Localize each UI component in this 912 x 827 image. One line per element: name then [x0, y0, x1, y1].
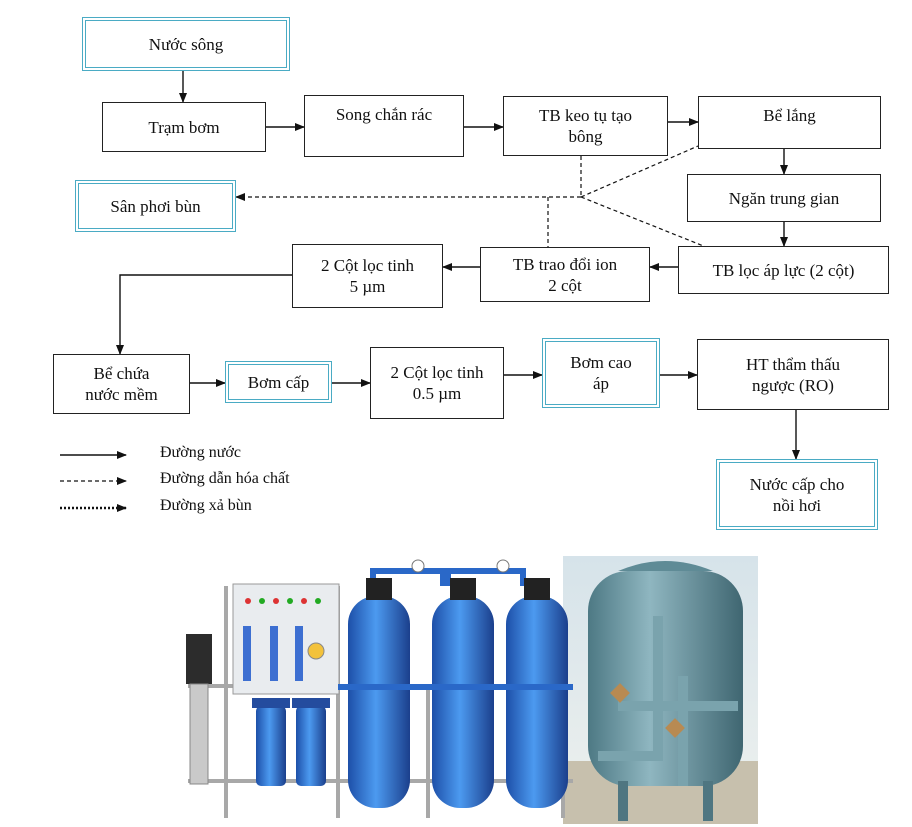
node-label: 2 Cột lọc tinh 0.5 µm: [390, 363, 484, 403]
node-label: TB lọc áp lực (2 cột): [712, 260, 855, 280]
equipment-illustration: [178, 556, 758, 824]
node-label: Bơm cao áp: [570, 353, 632, 393]
node-keo-tu-tao-bong: TB keo tụ tạo bông: [503, 96, 668, 156]
blue-pressure-tank-1: [348, 596, 410, 808]
node-be-lang: Bể lắng: [698, 96, 881, 149]
blue-pressure-tank-2: [432, 596, 494, 808]
node-label: TB trao đổi ion 2 cột: [512, 254, 618, 295]
node-loc-tinh-05um: 2 Cột lọc tinh 0.5 µm: [370, 347, 504, 419]
node-label: Song chắn rác: [335, 105, 433, 124]
node-label: Nước sông: [148, 34, 224, 54]
vertical-pump-body: [189, 683, 209, 785]
edge-loctinh5-bechua: [116, 274, 292, 355]
node-loc-tinh-5um: 2 Cột lọc tinh 5 µm: [292, 244, 443, 308]
node-label: Trạm bơm: [148, 117, 220, 137]
node-bom-cap: Bơm cấp: [225, 361, 332, 403]
water-treatment-equipment-photo: [178, 556, 758, 824]
node-ngan-trung-gian: Ngăn trung gian: [687, 174, 881, 222]
node-label: Bơm cấp: [247, 372, 310, 392]
cartridge-filter-2: [296, 706, 326, 786]
node-label: Ngăn trung gian: [728, 188, 840, 208]
vertical-pump-motor: [186, 634, 212, 684]
node-label: Sân phơi bùn: [110, 196, 201, 216]
node-label: Nước cấp cho nồi hơi: [749, 474, 845, 515]
process-flow-diagram: Nước sông Trạm bơm Song chắn rác TB keo …: [53, 17, 889, 530]
node-label: 2 Cột lọc tinh 5 µm: [320, 256, 415, 296]
node-label: TB keo tụ tạo bông: [538, 106, 632, 146]
cartridge-filter-1: [256, 706, 286, 786]
edge-chem-locapluc: [580, 196, 707, 248]
node-trao-doi-ion: TB trao đổi ion 2 cột: [480, 247, 650, 302]
node-label: Bể lắng: [763, 106, 816, 125]
legend-label-chemical: Đường dẫn hóa chất: [160, 470, 290, 487]
steel-pressure-vessel: [588, 571, 743, 786]
node-san-phoi-bun: Sân phơi bùn: [75, 180, 236, 232]
blue-pressure-tank-3: [506, 596, 568, 808]
edge-chem-belang: [580, 145, 699, 198]
node-bom-cao-ap: Bơm cao áp: [542, 338, 660, 408]
legend-label-water: Đường nước: [160, 444, 241, 461]
node-be-chua-nuoc-mem: Bể chứa nước mềm: [53, 354, 190, 414]
node-label: Bể chứa nước mềm: [85, 364, 158, 404]
panel-lights: [245, 598, 321, 604]
node-nuoc-song: Nước sông: [82, 17, 290, 71]
legend-label-sludge: Đường xả bùn: [160, 497, 252, 514]
node-tram-bom: Trạm bơm: [102, 102, 266, 152]
node-ht-tham-thau-nguoc: HT thẩm thấu ngược (RO): [697, 339, 889, 410]
diagram-connectors: [60, 70, 800, 512]
steel-vessel-pipes: [598, 616, 738, 786]
node-nuoc-cap-noi-hoi: Nước cấp cho nồi hơi: [716, 459, 878, 530]
node-song-chan-rac: Song chắn rác: [304, 95, 464, 157]
node-label: HT thẩm thấu ngược (RO): [745, 354, 841, 395]
node-loc-ap-luc: TB lọc áp lực (2 cột): [678, 246, 889, 294]
